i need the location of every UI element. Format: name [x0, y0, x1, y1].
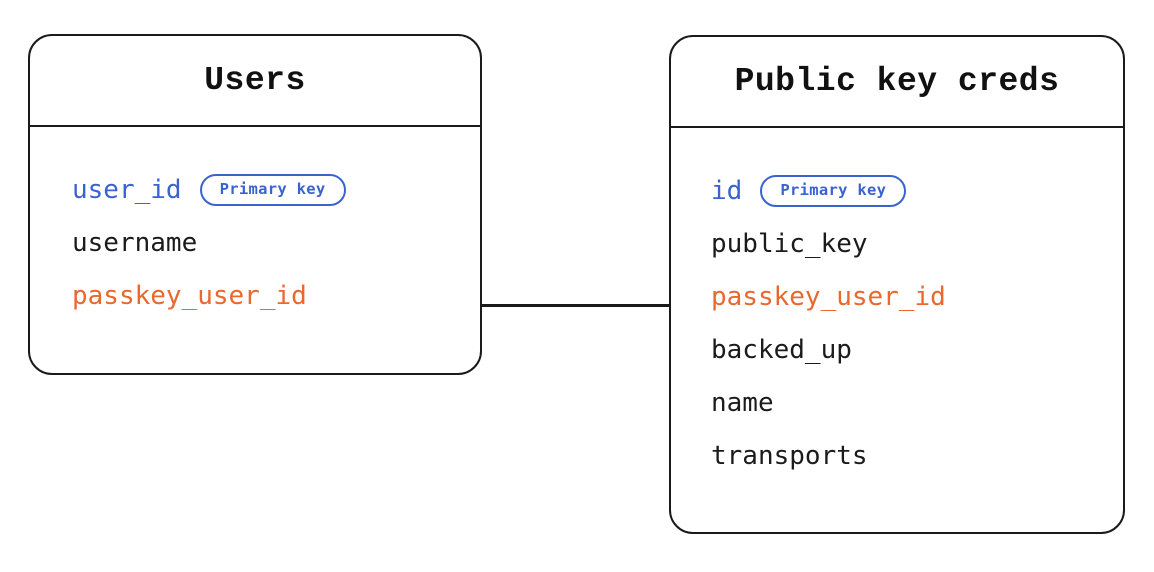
entity-title-users: Users	[204, 62, 306, 99]
field-name-passkey-user-id: passkey_user_id	[72, 280, 307, 311]
field-name-id: id	[711, 175, 743, 206]
field-row-passkey-user-id[interactable]: passkey_user_id	[711, 270, 1123, 323]
field-row-id[interactable]: id Primary key	[711, 164, 1123, 217]
field-name-name: name	[711, 387, 774, 418]
entity-card-public-key-creds[interactable]: Public key creds id Primary key public_k…	[669, 35, 1125, 534]
relationship-connector-line	[481, 304, 671, 307]
field-row-passkey-user-id[interactable]: passkey_user_id	[72, 269, 480, 322]
entity-card-users[interactable]: Users user_id Primary key username passk…	[28, 34, 482, 375]
field-name-passkey-user-id: passkey_user_id	[711, 281, 946, 312]
field-name-user-id: user_id	[72, 174, 182, 205]
field-row-name[interactable]: name	[711, 376, 1123, 429]
field-row-transports[interactable]: transports	[711, 429, 1123, 482]
field-row-username[interactable]: username	[72, 216, 480, 269]
entity-header-users: Users	[30, 36, 480, 127]
field-row-user-id[interactable]: user_id Primary key	[72, 163, 480, 216]
entity-title-public-key-creds: Public key creds	[734, 63, 1060, 100]
field-name-backed-up: backed_up	[711, 334, 852, 365]
entity-header-public-key-creds: Public key creds	[671, 37, 1123, 128]
field-name-transports: transports	[711, 440, 868, 471]
field-name-username: username	[72, 227, 198, 258]
field-row-public-key[interactable]: public_key	[711, 217, 1123, 270]
entity-field-list-public-key-creds: id Primary key public_key passkey_user_i…	[671, 128, 1123, 532]
field-name-public-key: public_key	[711, 228, 868, 259]
primary-key-badge: Primary key	[199, 173, 346, 206]
primary-key-badge: Primary key	[760, 174, 907, 207]
field-row-backed-up[interactable]: backed_up	[711, 323, 1123, 376]
entity-field-list-users: user_id Primary key username passkey_use…	[30, 127, 480, 373]
